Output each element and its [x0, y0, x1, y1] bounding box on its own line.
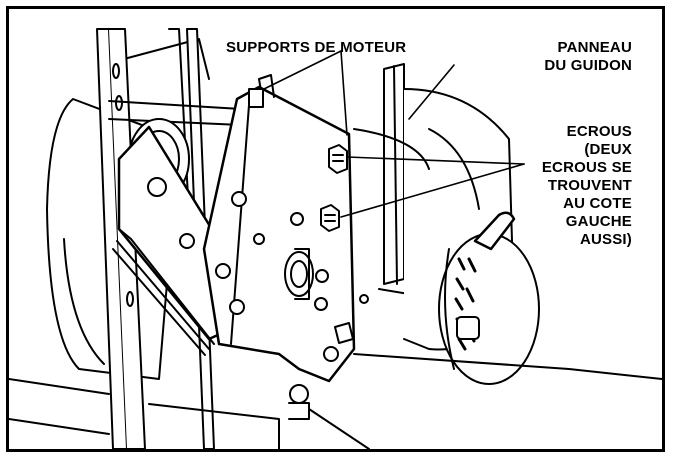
label-ecrous: ECROUS (DEUX ECROUS SE TROUVENT AU COTE …	[541, 123, 632, 248]
horizontal-rod	[108, 100, 242, 126]
lower-frame	[9, 378, 110, 435]
mount-bolts	[215, 191, 339, 362]
rail-hole	[115, 95, 123, 111]
rail-hole	[126, 291, 134, 307]
nut-lower	[320, 204, 340, 232]
engine-mount-illustration	[9, 28, 662, 449]
lower-bolt	[289, 384, 309, 404]
bracket-bolt	[147, 177, 167, 197]
label-supports-de-moteur: SUPPORTS DE MOTEUR	[226, 39, 407, 56]
label-panneau-du-guidon: PANNEAU DU GUIDON	[544, 39, 632, 74]
left-rail	[96, 28, 128, 449]
shaft-boss	[284, 251, 314, 297]
leader-lines	[263, 50, 525, 218]
starter-handle	[473, 211, 516, 251]
rail-hole	[112, 63, 120, 79]
engine-mount-plate	[202, 85, 356, 383]
bracket-bolt	[179, 233, 195, 249]
diagram-frame: SUPPORTS DE MOTEUR PANNEAU DU GUIDON ECR…	[6, 6, 665, 452]
nut-upper	[328, 144, 348, 174]
